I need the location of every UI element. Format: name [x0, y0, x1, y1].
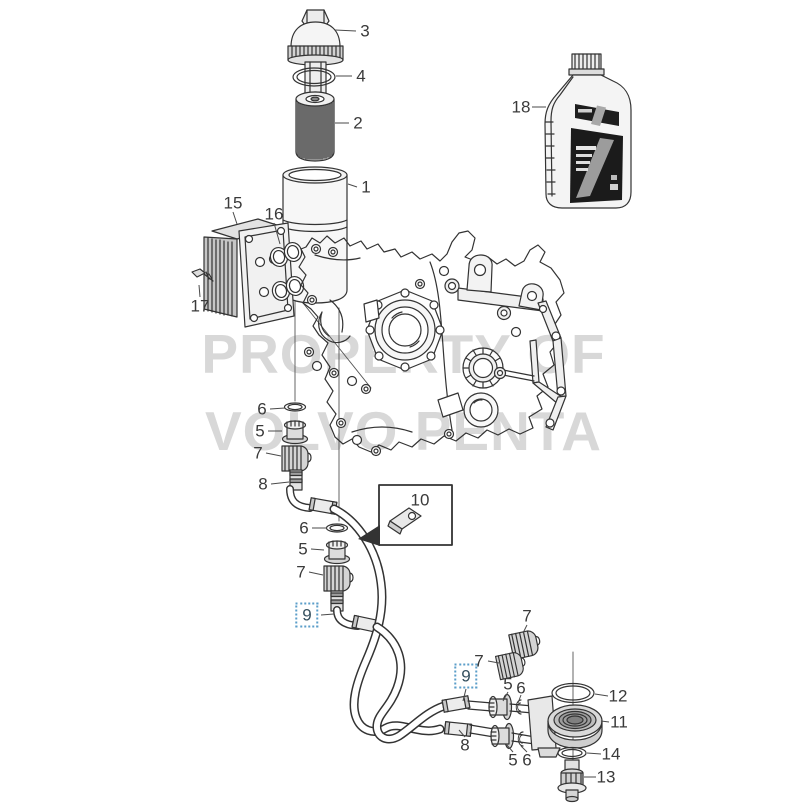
part-callout-6: 6 [522, 750, 532, 770]
part-callout-1: 1 [361, 177, 371, 197]
part-callout-12: 12 [608, 686, 628, 706]
part-callout-14: 14 [601, 744, 621, 764]
part-callout-10: 10 [410, 490, 430, 510]
part-callout-17: 17 [190, 296, 210, 316]
cap-o-ring-icon [292, 67, 336, 87]
bottle-volume-ticks [544, 121, 556, 195]
oil-filter-element-icon [295, 91, 335, 162]
cover-seal-boss-icon [463, 392, 499, 428]
bottle-label [570, 104, 623, 203]
bracket-part-icon [387, 507, 422, 535]
oil-filter-housing-icon [282, 166, 348, 304]
part-callout-9[interactable]: 9 [295, 602, 319, 628]
mounting-bracket-icon [444, 254, 567, 431]
part-callout-8: 8 [258, 474, 268, 494]
part-callout-4: 4 [356, 66, 366, 86]
part-callout-6: 6 [299, 518, 309, 538]
part-callout-3: 3 [360, 21, 370, 41]
part-callout-5: 5 [508, 750, 518, 770]
part-callout-5: 5 [298, 539, 308, 559]
mid-fitting-stack [323, 523, 381, 634]
part-callout-7: 7 [253, 443, 263, 463]
part-callout-6: 6 [516, 678, 526, 698]
oil-bottle-icon [544, 53, 632, 209]
adapter-o-ring-large-icon [551, 682, 595, 704]
part-callout-7: 7 [474, 651, 484, 671]
part-callout-8: 8 [460, 735, 470, 755]
thermostat-icon [557, 759, 587, 803]
oil-hoses-icon [329, 504, 495, 744]
part-callout-5: 5 [503, 674, 513, 694]
part-callout-9[interactable]: 9 [454, 663, 478, 689]
part-callout-6: 6 [257, 399, 267, 419]
part-callout-13: 13 [596, 767, 616, 787]
part-callout-7: 7 [296, 562, 306, 582]
part-callout-2: 2 [353, 113, 363, 133]
right-connectors [488, 693, 536, 750]
part-callout-11: 11 [610, 712, 628, 732]
part-callout-16: 16 [264, 204, 284, 224]
part-callout-15: 15 [223, 193, 243, 213]
adapter-o-ring-small-icon [557, 746, 587, 760]
bracket-detail-box [358, 484, 453, 546]
part-callout-7: 7 [522, 606, 532, 626]
part-callout-5: 5 [255, 421, 265, 441]
part-callout-18: 18 [511, 97, 531, 117]
oil-pump-flange-icon [365, 288, 445, 372]
cover-ribbed-boss-icon [462, 347, 504, 389]
oil-filter-cap-icon [287, 9, 344, 101]
left-fitting-stack [281, 402, 338, 515]
engine-front-cover-icon [298, 230, 567, 457]
cooler-bolt-icon [191, 268, 214, 282]
